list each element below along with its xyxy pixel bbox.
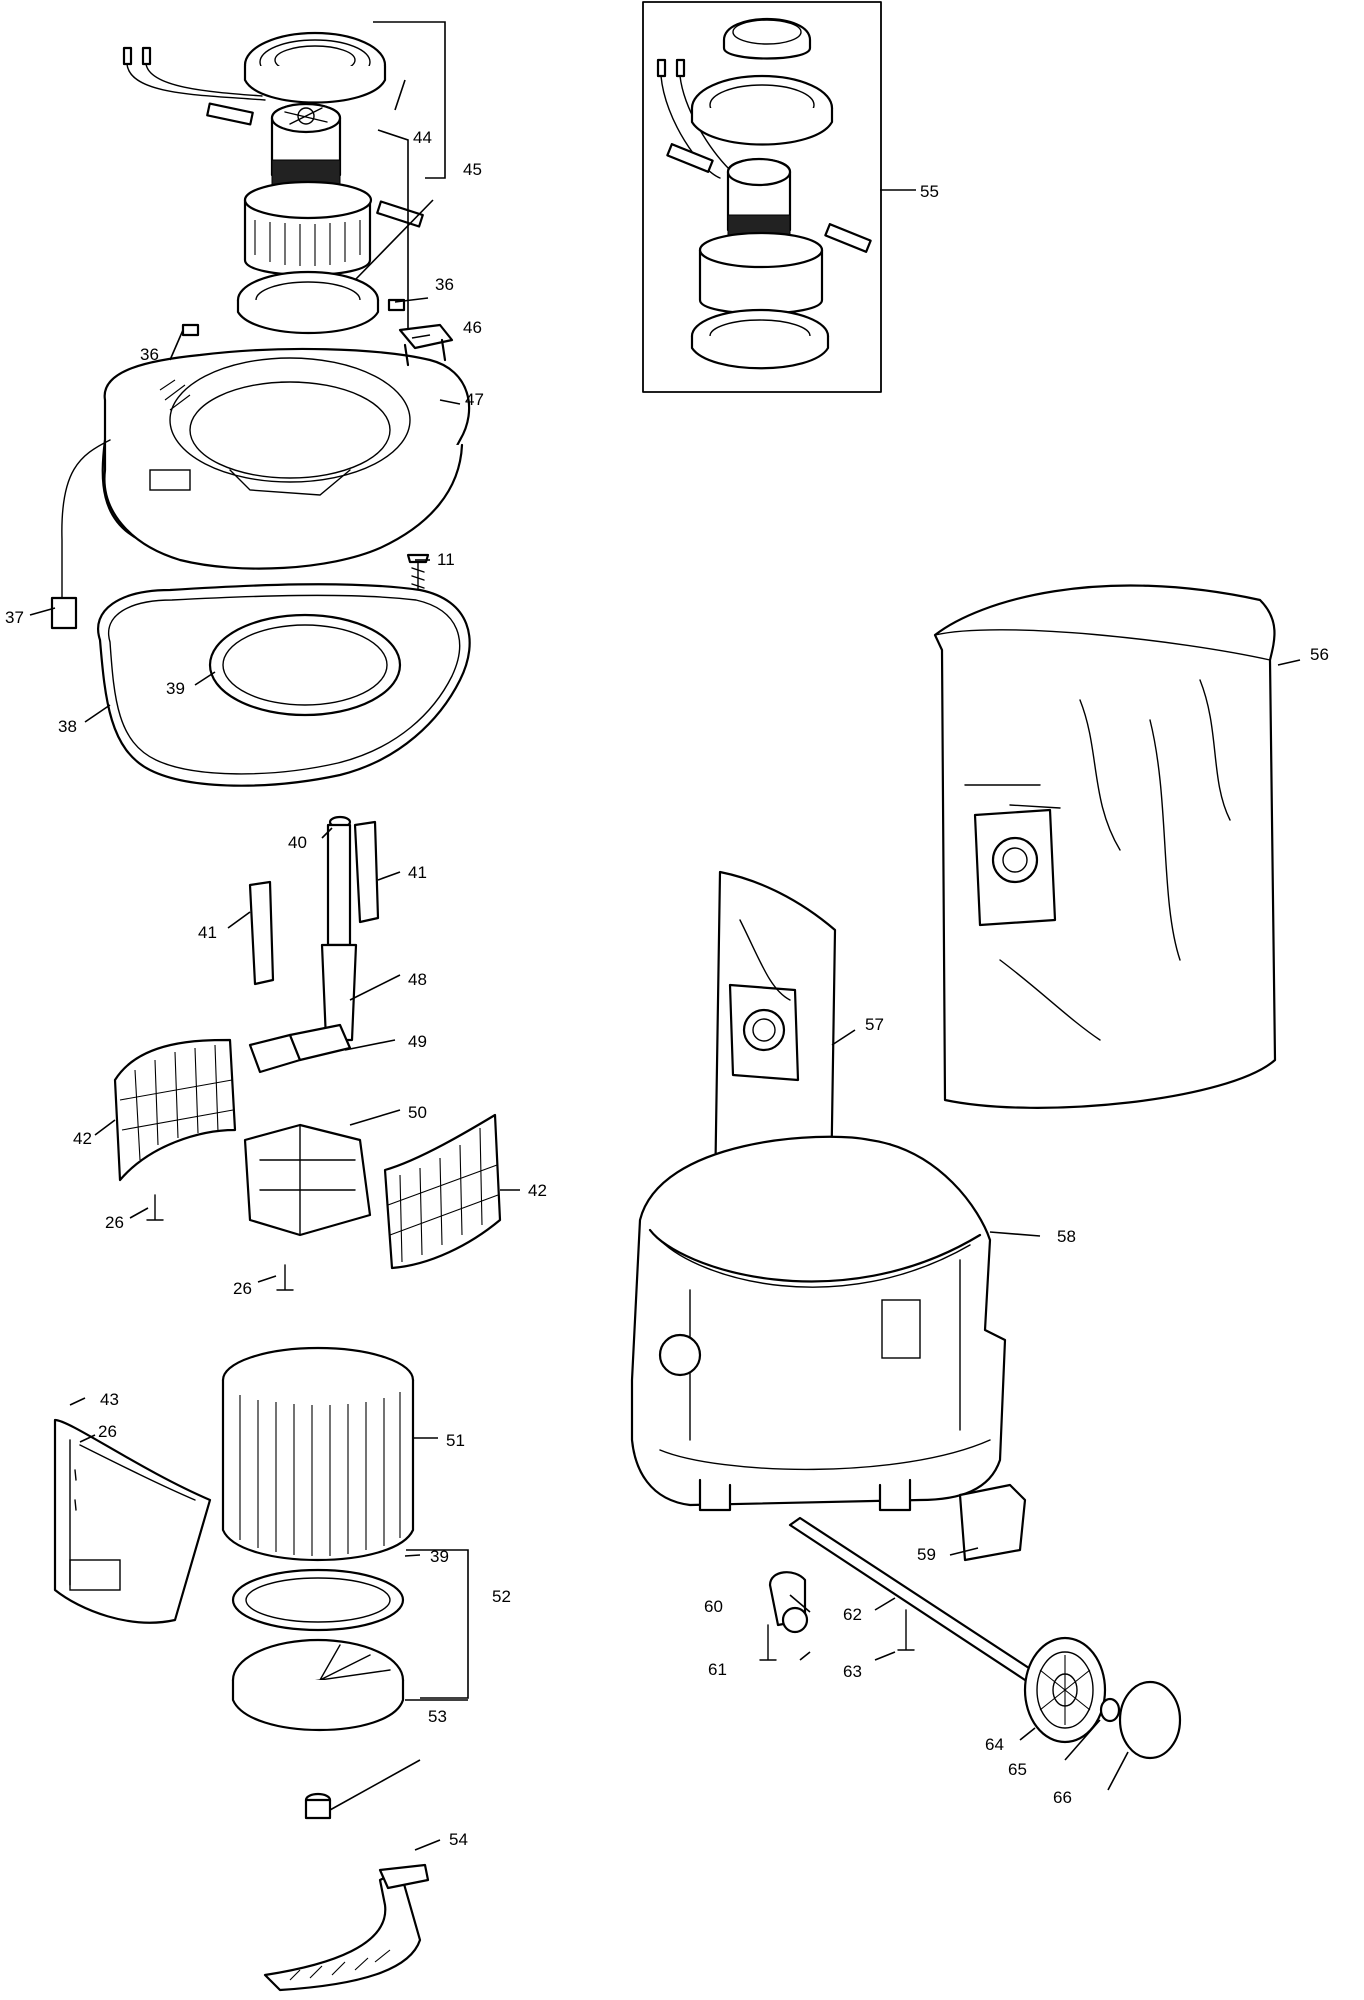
callout-26: 26 xyxy=(98,1422,117,1441)
motor-assembly xyxy=(122,31,424,335)
handle xyxy=(263,1863,430,1992)
callout-45: 45 xyxy=(463,160,482,179)
callout-26: 26 xyxy=(233,1279,252,1298)
callout-64: 64 xyxy=(985,1735,1004,1754)
filter-holder-parts xyxy=(113,815,502,1291)
callout-51: 51 xyxy=(446,1431,465,1450)
cartridge-filter xyxy=(221,1346,415,1820)
callout-58: 58 xyxy=(1057,1227,1076,1246)
callout-47: 47 xyxy=(465,390,484,409)
callout-37: 37 xyxy=(5,608,24,627)
wheel-assembly xyxy=(759,1483,1182,1760)
callout-43: 43 xyxy=(100,1390,119,1409)
callout-49: 49 xyxy=(408,1032,427,1051)
callout-62: 62 xyxy=(843,1605,862,1624)
motor-assembly-box xyxy=(642,1,882,393)
leader-lines xyxy=(29,21,1301,1851)
callout-52: 52 xyxy=(492,1587,511,1606)
callout-36: 36 xyxy=(140,345,159,364)
head-housing xyxy=(50,298,471,630)
callout-41: 41 xyxy=(198,923,217,942)
callout-54: 54 xyxy=(449,1830,468,1849)
filter-cover xyxy=(53,1418,212,1624)
callout-38: 38 xyxy=(58,717,77,736)
tank xyxy=(630,1135,1007,1512)
callout-48: 48 xyxy=(408,970,427,989)
callout-60: 60 xyxy=(704,1597,723,1616)
callout-63: 63 xyxy=(843,1662,862,1681)
callout-39: 39 xyxy=(166,679,185,698)
callout-36: 36 xyxy=(435,275,454,294)
callout-42: 42 xyxy=(528,1181,547,1200)
callout-55: 55 xyxy=(920,182,939,201)
callout-50: 50 xyxy=(408,1103,427,1122)
callout-39: 39 xyxy=(430,1547,449,1566)
callout-59: 59 xyxy=(917,1545,936,1564)
callout-42: 42 xyxy=(73,1129,92,1148)
callout-11: 11 xyxy=(437,550,455,569)
callout-57: 57 xyxy=(865,1015,884,1034)
callout-65: 65 xyxy=(1008,1760,1027,1779)
callout-66: 66 xyxy=(1053,1788,1072,1807)
callout-labels: 11 26 26 26 36 36 37 38 39 39 40 41 41 4… xyxy=(5,128,1329,1849)
callout-40: 40 xyxy=(288,833,307,852)
callout-26: 26 xyxy=(105,1213,124,1232)
callout-44: 44 xyxy=(413,128,432,147)
callout-41: 41 xyxy=(408,863,427,882)
callout-46: 46 xyxy=(463,318,482,337)
callout-61: 61 xyxy=(708,1660,727,1679)
callout-53: 53 xyxy=(428,1707,447,1726)
dust-bag xyxy=(933,584,1277,1109)
callout-56: 56 xyxy=(1310,645,1329,664)
seal-gaskets xyxy=(97,583,471,787)
